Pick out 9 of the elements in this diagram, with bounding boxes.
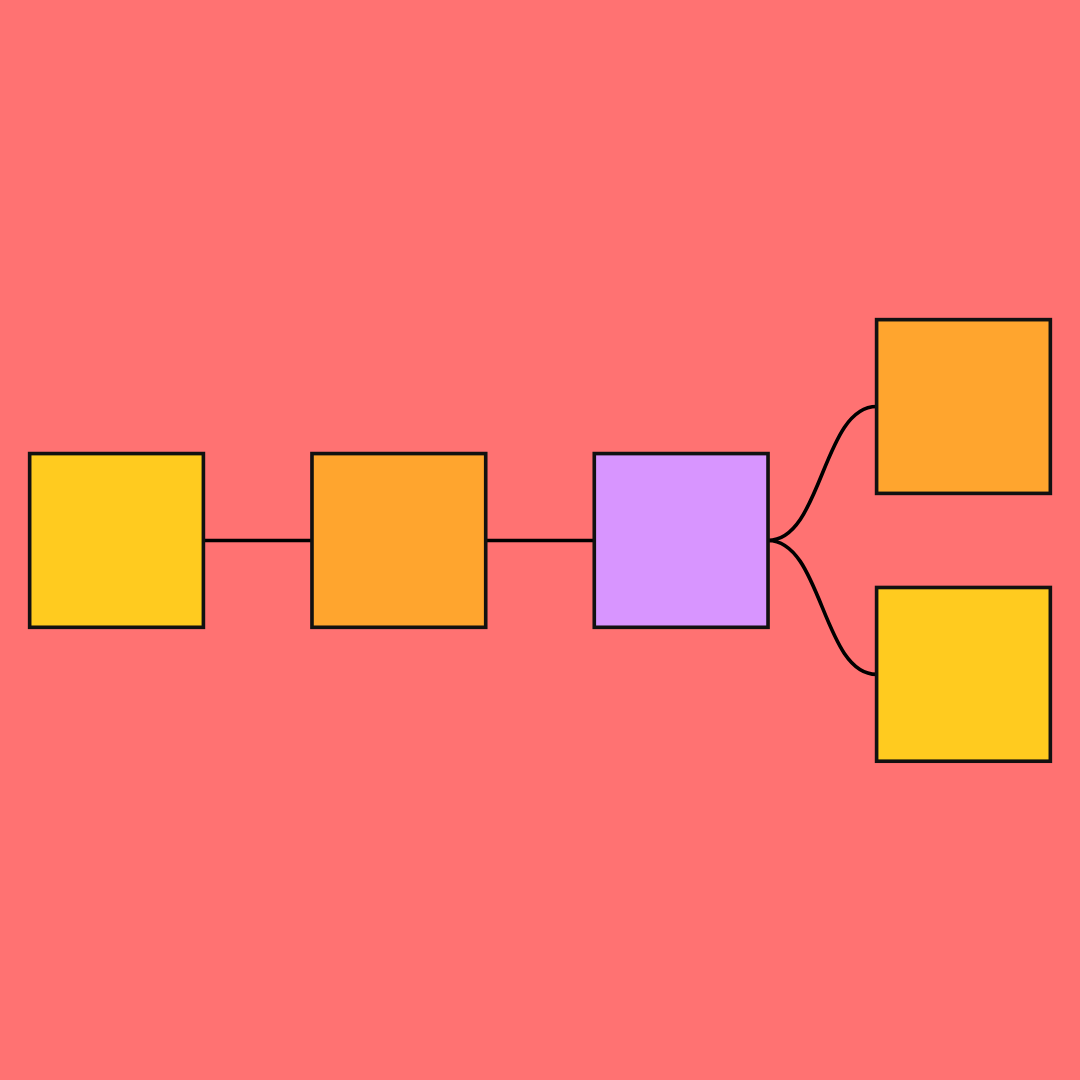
square-box (27, 451, 206, 629)
curved-connector (203, 538, 312, 542)
curved-connector (767, 538, 877, 676)
curved-connector (485, 538, 595, 542)
square-box (592, 451, 770, 629)
curved-connector (767, 404, 877, 542)
square-box (874, 317, 1053, 495)
square-box (310, 451, 488, 629)
square-box (874, 585, 1053, 763)
